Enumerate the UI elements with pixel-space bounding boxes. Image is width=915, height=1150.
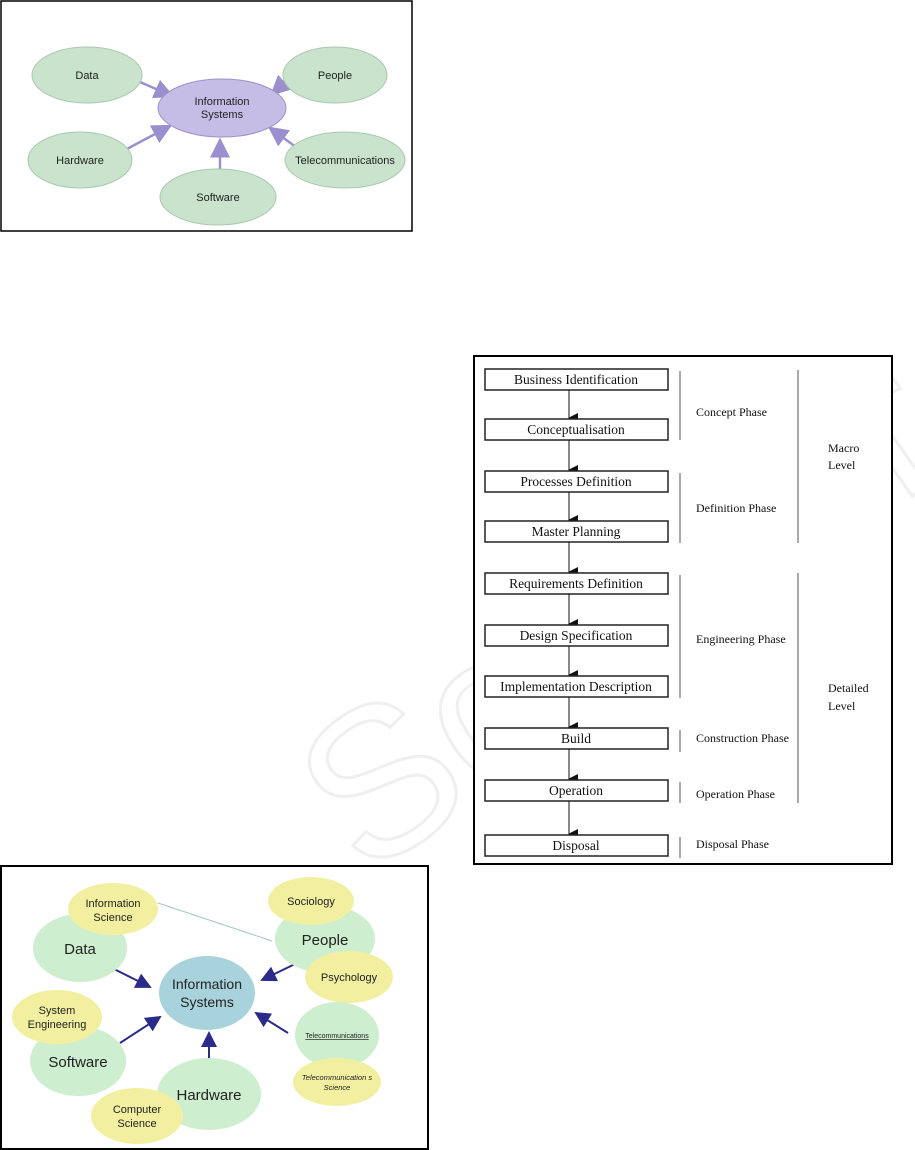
- step-label: Business Identification: [514, 372, 638, 387]
- step-box: [484, 675, 669, 698]
- svg-text:Software: Software: [48, 1054, 107, 1071]
- svg-text:Systems: Systems: [180, 994, 234, 1010]
- step-box: [484, 572, 669, 595]
- svg-text:Psychology: Psychology: [321, 972, 378, 984]
- step-label: Implementation Description: [500, 679, 652, 694]
- svg-text:Information: Information: [85, 898, 140, 910]
- node-data: Data: [31, 46, 143, 104]
- node-telecommunications: Telecommunications: [284, 131, 406, 189]
- node-telecommunications: Telecommunications: [295, 1002, 379, 1068]
- svg-text:Data: Data: [64, 941, 96, 958]
- step-box: [484, 470, 669, 493]
- figure-1-is-components: Data People Hardware Telecommunications …: [0, 0, 413, 232]
- node-information-science: Information Science: [68, 883, 158, 935]
- node-system-engineering: System Engineering: [12, 990, 102, 1044]
- svg-text:Information: Information: [172, 976, 242, 992]
- svg-text:Sociology: Sociology: [287, 896, 335, 908]
- step-box: [484, 624, 669, 647]
- step-label: Conceptualisation: [527, 422, 625, 437]
- node-information-systems: Information Systems: [159, 956, 255, 1030]
- step-label: Disposal: [552, 838, 599, 853]
- svg-text:Level: Level: [828, 699, 856, 713]
- svg-text:Science: Science: [93, 912, 132, 924]
- svg-text:Engineering: Engineering: [28, 1019, 87, 1031]
- step-box: [484, 368, 669, 391]
- svg-text:Construction Phase: Construction Phase: [696, 731, 789, 745]
- svg-text:Hardware: Hardware: [176, 1087, 241, 1104]
- node-hardware: Hardware: [27, 131, 133, 189]
- step-label: Design Specification: [520, 628, 633, 643]
- svg-text:Hardware: Hardware: [56, 155, 104, 167]
- step-box: [484, 727, 669, 750]
- svg-text:People: People: [318, 70, 352, 82]
- node-hardware: Hardware: [157, 1058, 261, 1130]
- step-label: Operation: [549, 783, 603, 798]
- node-computer-science: Computer Science: [91, 1088, 183, 1144]
- svg-text:Telecommunications: Telecommunications: [305, 1033, 369, 1040]
- svg-text:Detailed: Detailed: [828, 681, 869, 695]
- svg-text:Concept Phase: Concept Phase: [696, 405, 767, 419]
- svg-text:Information: Information: [194, 96, 249, 108]
- figure-2-lifecycle-flowchart: Business IdentificationConceptualisation…: [473, 355, 893, 865]
- figure-3-is-disciplines: Data Information Science People Sociolog…: [0, 865, 429, 1150]
- svg-text:Disposal Phase: Disposal Phase: [696, 837, 769, 851]
- step-box: [484, 834, 669, 857]
- svg-text:Operation Phase: Operation Phase: [696, 787, 775, 801]
- step-label: Master Planning: [532, 524, 621, 539]
- node-psychology: Psychology: [305, 951, 393, 1003]
- node-information-systems: Information Systems: [157, 78, 287, 138]
- svg-text:Macro: Macro: [828, 441, 859, 455]
- node-software: Software: [159, 168, 277, 226]
- svg-text:Software: Software: [196, 192, 239, 204]
- svg-text:Level: Level: [828, 458, 856, 472]
- svg-text:System: System: [39, 1005, 76, 1017]
- step-label: Build: [561, 731, 591, 746]
- svg-text:Data: Data: [75, 70, 99, 82]
- node-sociology: Sociology: [268, 877, 354, 925]
- svg-text:Systems: Systems: [201, 109, 244, 121]
- svg-text:Engineering Phase: Engineering Phase: [696, 632, 786, 646]
- node-people: People: [282, 46, 388, 104]
- svg-text:Science: Science: [324, 1083, 351, 1092]
- svg-text:People: People: [302, 932, 349, 949]
- step-box: [484, 779, 669, 802]
- svg-text:Science: Science: [117, 1118, 156, 1130]
- step-box: [484, 520, 669, 543]
- step-box: [484, 418, 669, 441]
- svg-text:Telecommunication s: Telecommunication s: [302, 1073, 372, 1082]
- node-telecommunication-science: Telecommunication s Science: [293, 1058, 381, 1106]
- step-label: Requirements Definition: [509, 576, 643, 591]
- svg-text:Telecommunications: Telecommunications: [295, 155, 395, 167]
- svg-text:Definition Phase: Definition Phase: [696, 501, 776, 515]
- svg-text:Computer: Computer: [113, 1104, 162, 1116]
- step-label: Processes Definition: [520, 474, 632, 489]
